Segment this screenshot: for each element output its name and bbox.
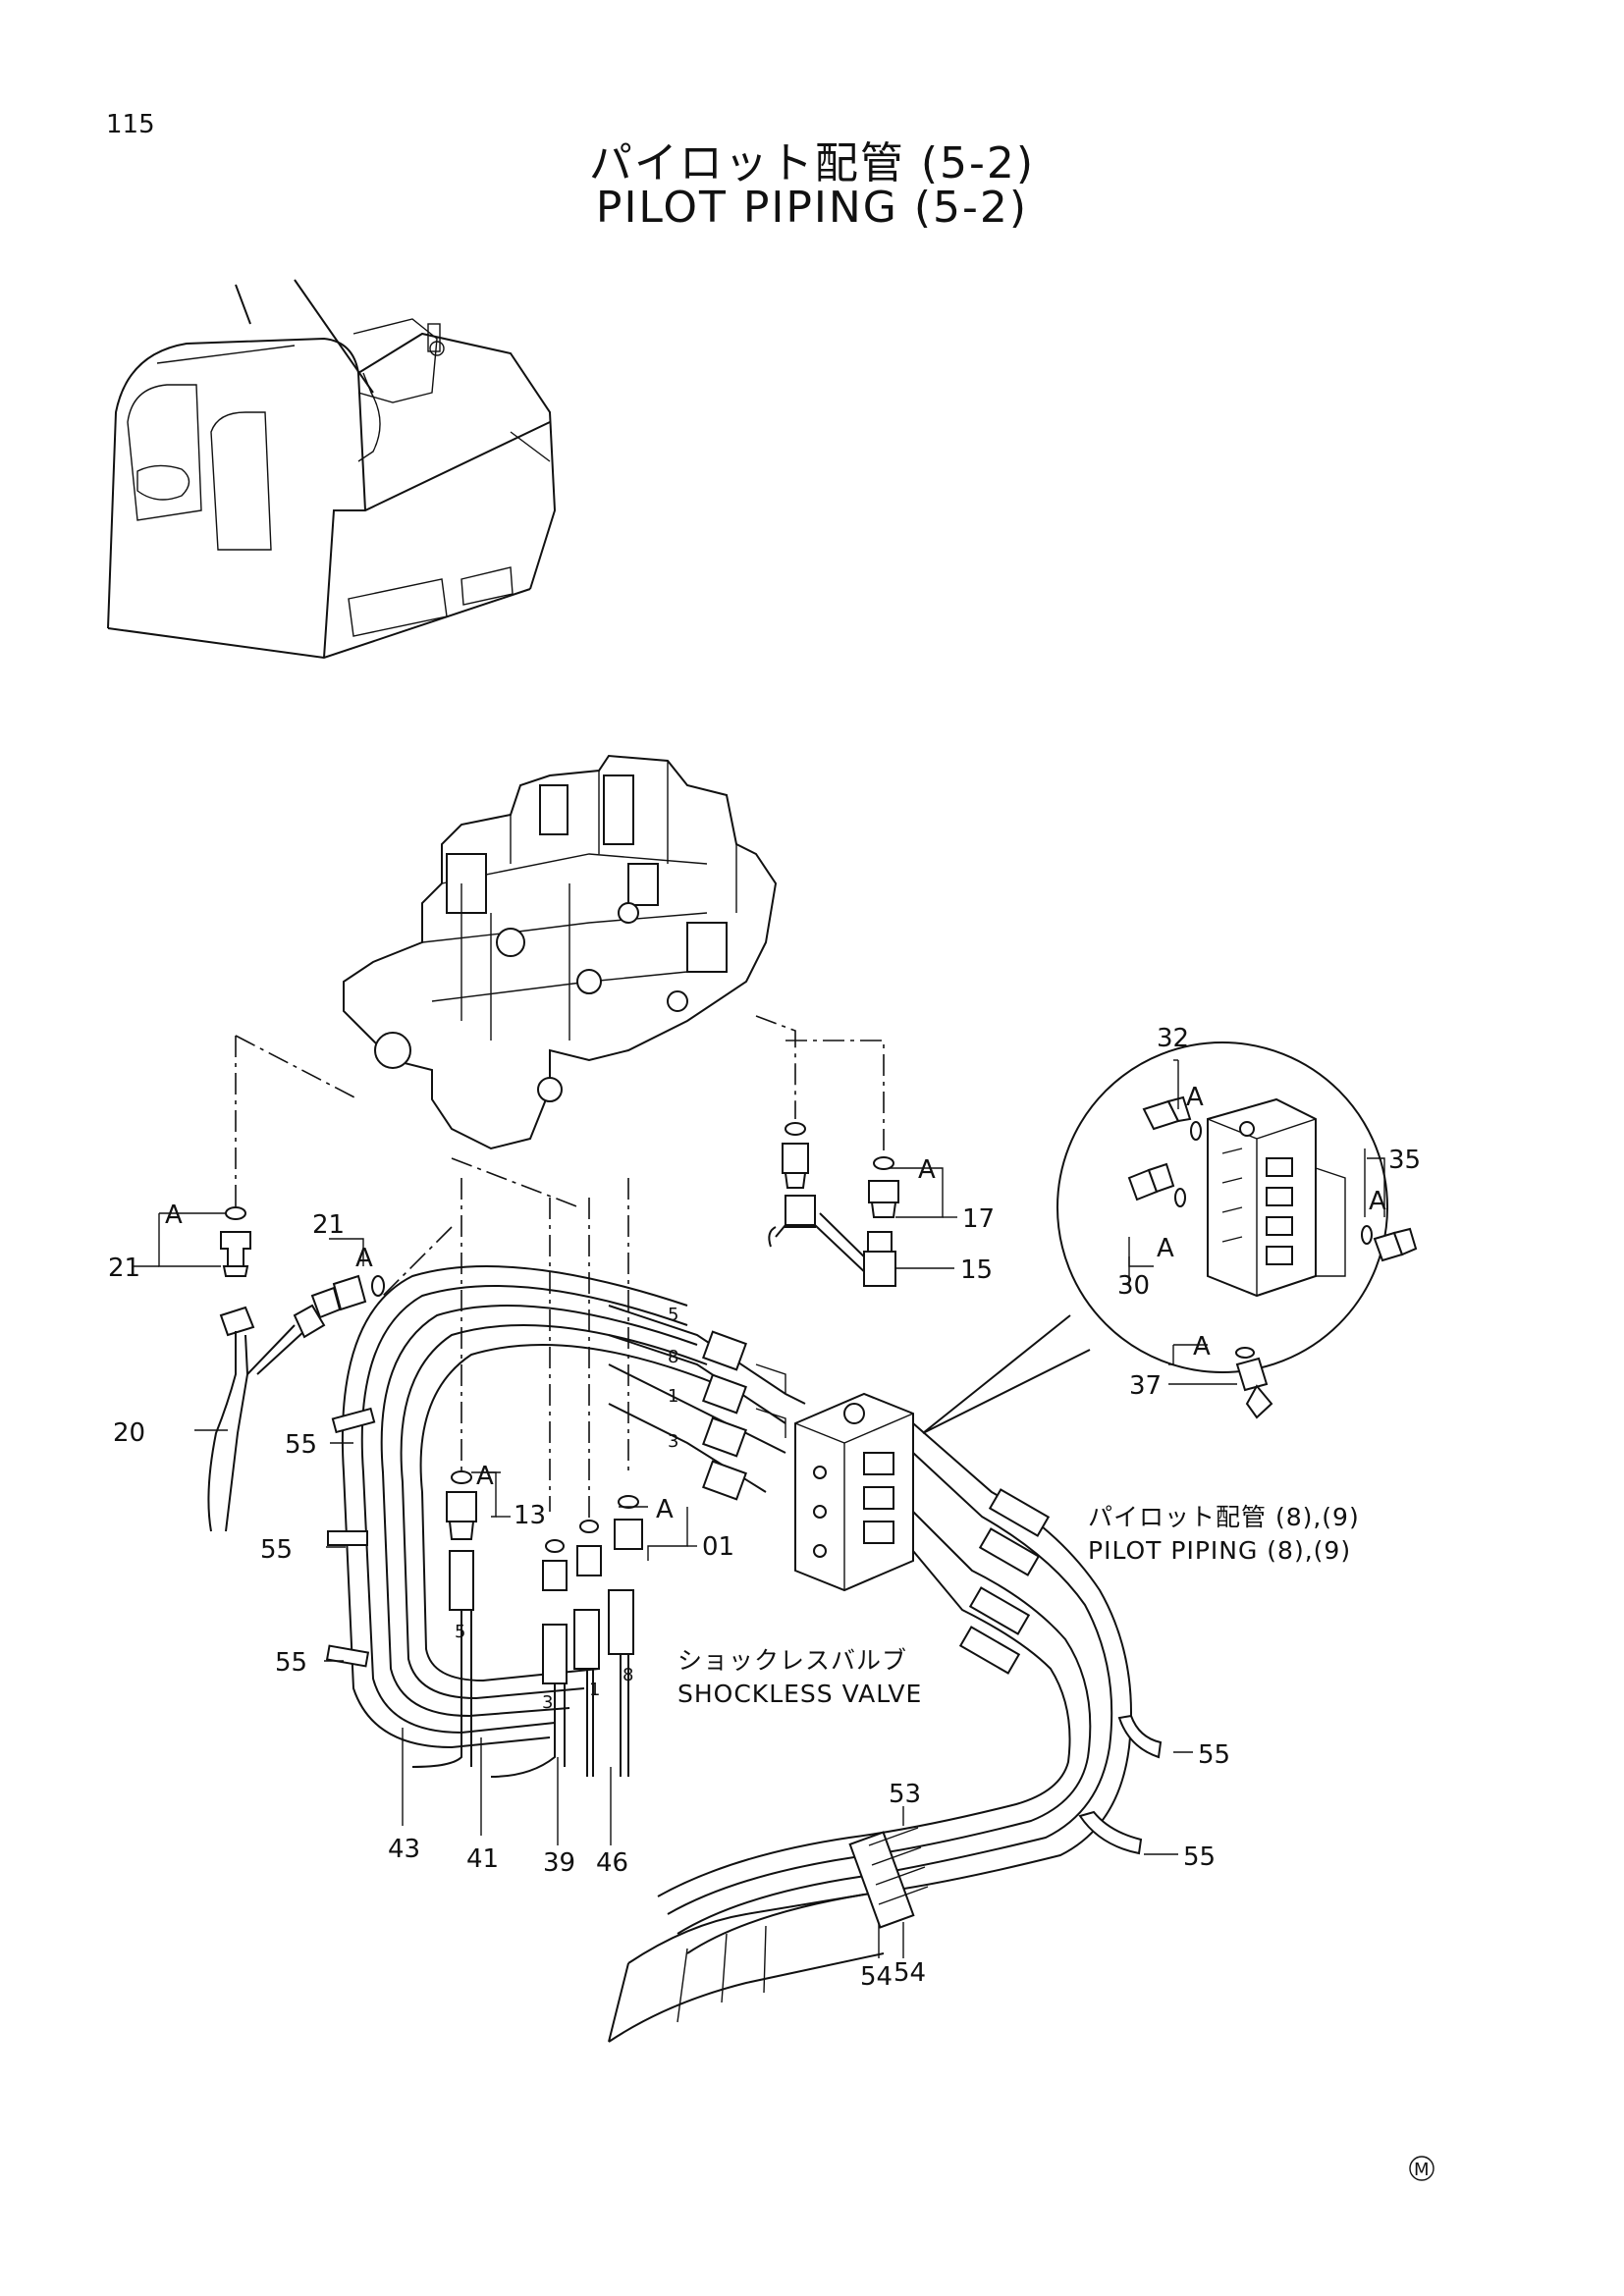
callout-54-left: 54	[860, 1962, 893, 1992]
callout-55-lower-right: 55	[1183, 1842, 1216, 1872]
upper-right-fittings	[768, 1122, 899, 1287]
callout-37: 37	[1129, 1371, 1162, 1401]
left-fittings	[207, 1206, 385, 1532]
hose-number-1-lower: 1	[589, 1680, 600, 1700]
shockless-valve-label-english: SHOCKLESS VALVE	[677, 1680, 922, 1708]
hose-number-3-lower: 3	[542, 1692, 553, 1713]
callout-leaders	[134, 1059, 1385, 1958]
callout-53: 53	[889, 1780, 921, 1809]
hose-bundle-right	[608, 1422, 1163, 2043]
page-title-japanese: パイロット配管 (5-2)	[588, 138, 1036, 188]
hose-number-8-lower: 8	[623, 1665, 633, 1685]
hose-number-1-upper: 1	[668, 1386, 678, 1407]
excavator-overview-illustration	[107, 279, 557, 660]
detail-view-circle	[922, 1041, 1418, 1434]
view-marker-a-detail-bottom: A	[1193, 1332, 1211, 1362]
callout-13: 13	[514, 1501, 546, 1530]
callout-21-left: 21	[108, 1254, 140, 1283]
circled-mark-icon	[1409, 2156, 1435, 2181]
view-marker-a-detail-top: A	[1186, 1083, 1204, 1112]
footer-mark: M	[1414, 2160, 1430, 2180]
view-marker-a-center: A	[355, 1244, 373, 1273]
page-title-english: PILOT PIPING (5-2)	[595, 183, 1029, 233]
callout-55-upper-left: 55	[285, 1430, 317, 1460]
callout-54-right: 54	[893, 1958, 926, 1988]
callout-55-upper-right: 55	[1198, 1740, 1230, 1770]
view-marker-a-fitting-01: A	[656, 1495, 674, 1524]
leader-lines	[235, 1015, 885, 1531]
control-valve-assembly	[343, 754, 778, 1150]
callout-30: 30	[1117, 1271, 1150, 1301]
lower-fittings	[411, 1470, 643, 1778]
shockless-valve	[794, 1392, 914, 1592]
callout-35: 35	[1388, 1146, 1421, 1175]
callout-55-lower-left: 55	[275, 1648, 307, 1678]
view-marker-a-detail-right: A	[1369, 1187, 1386, 1216]
callout-32: 32	[1157, 1024, 1189, 1053]
callout-01: 01	[702, 1532, 734, 1562]
hose-bundle-left	[325, 1265, 718, 1749]
callout-55-middle-left: 55	[260, 1535, 293, 1565]
callout-43: 43	[388, 1835, 420, 1864]
hose-number-5-upper: 5	[668, 1305, 678, 1325]
hose-number-5-lower: 5	[455, 1622, 465, 1642]
view-marker-a-upper-right: A	[918, 1155, 936, 1185]
callout-21-center: 21	[312, 1210, 345, 1240]
callout-46: 46	[596, 1848, 628, 1878]
pilot-piping-label-english: PILOT PIPING (8),(9)	[1088, 1536, 1351, 1565]
view-marker-a-left: A	[165, 1201, 183, 1230]
hose-number-3-upper: 3	[668, 1431, 678, 1452]
shockless-valve-label-japanese: ショックレスバルブ	[677, 1646, 907, 1675]
callout-17: 17	[962, 1204, 995, 1234]
hose-end-fittings	[608, 1305, 806, 1501]
pilot-piping-label-japanese: パイロット配管 (8),(9)	[1088, 1503, 1360, 1531]
callout-15: 15	[960, 1255, 993, 1285]
view-marker-a-detail-left: A	[1157, 1234, 1174, 1263]
hose-number-8-upper: 8	[668, 1347, 678, 1367]
page-number: 115	[106, 110, 155, 139]
callout-41: 41	[466, 1844, 499, 1874]
view-marker-a-fitting-13: A	[476, 1462, 494, 1491]
callout-39: 39	[543, 1848, 575, 1878]
callout-20: 20	[113, 1418, 145, 1448]
